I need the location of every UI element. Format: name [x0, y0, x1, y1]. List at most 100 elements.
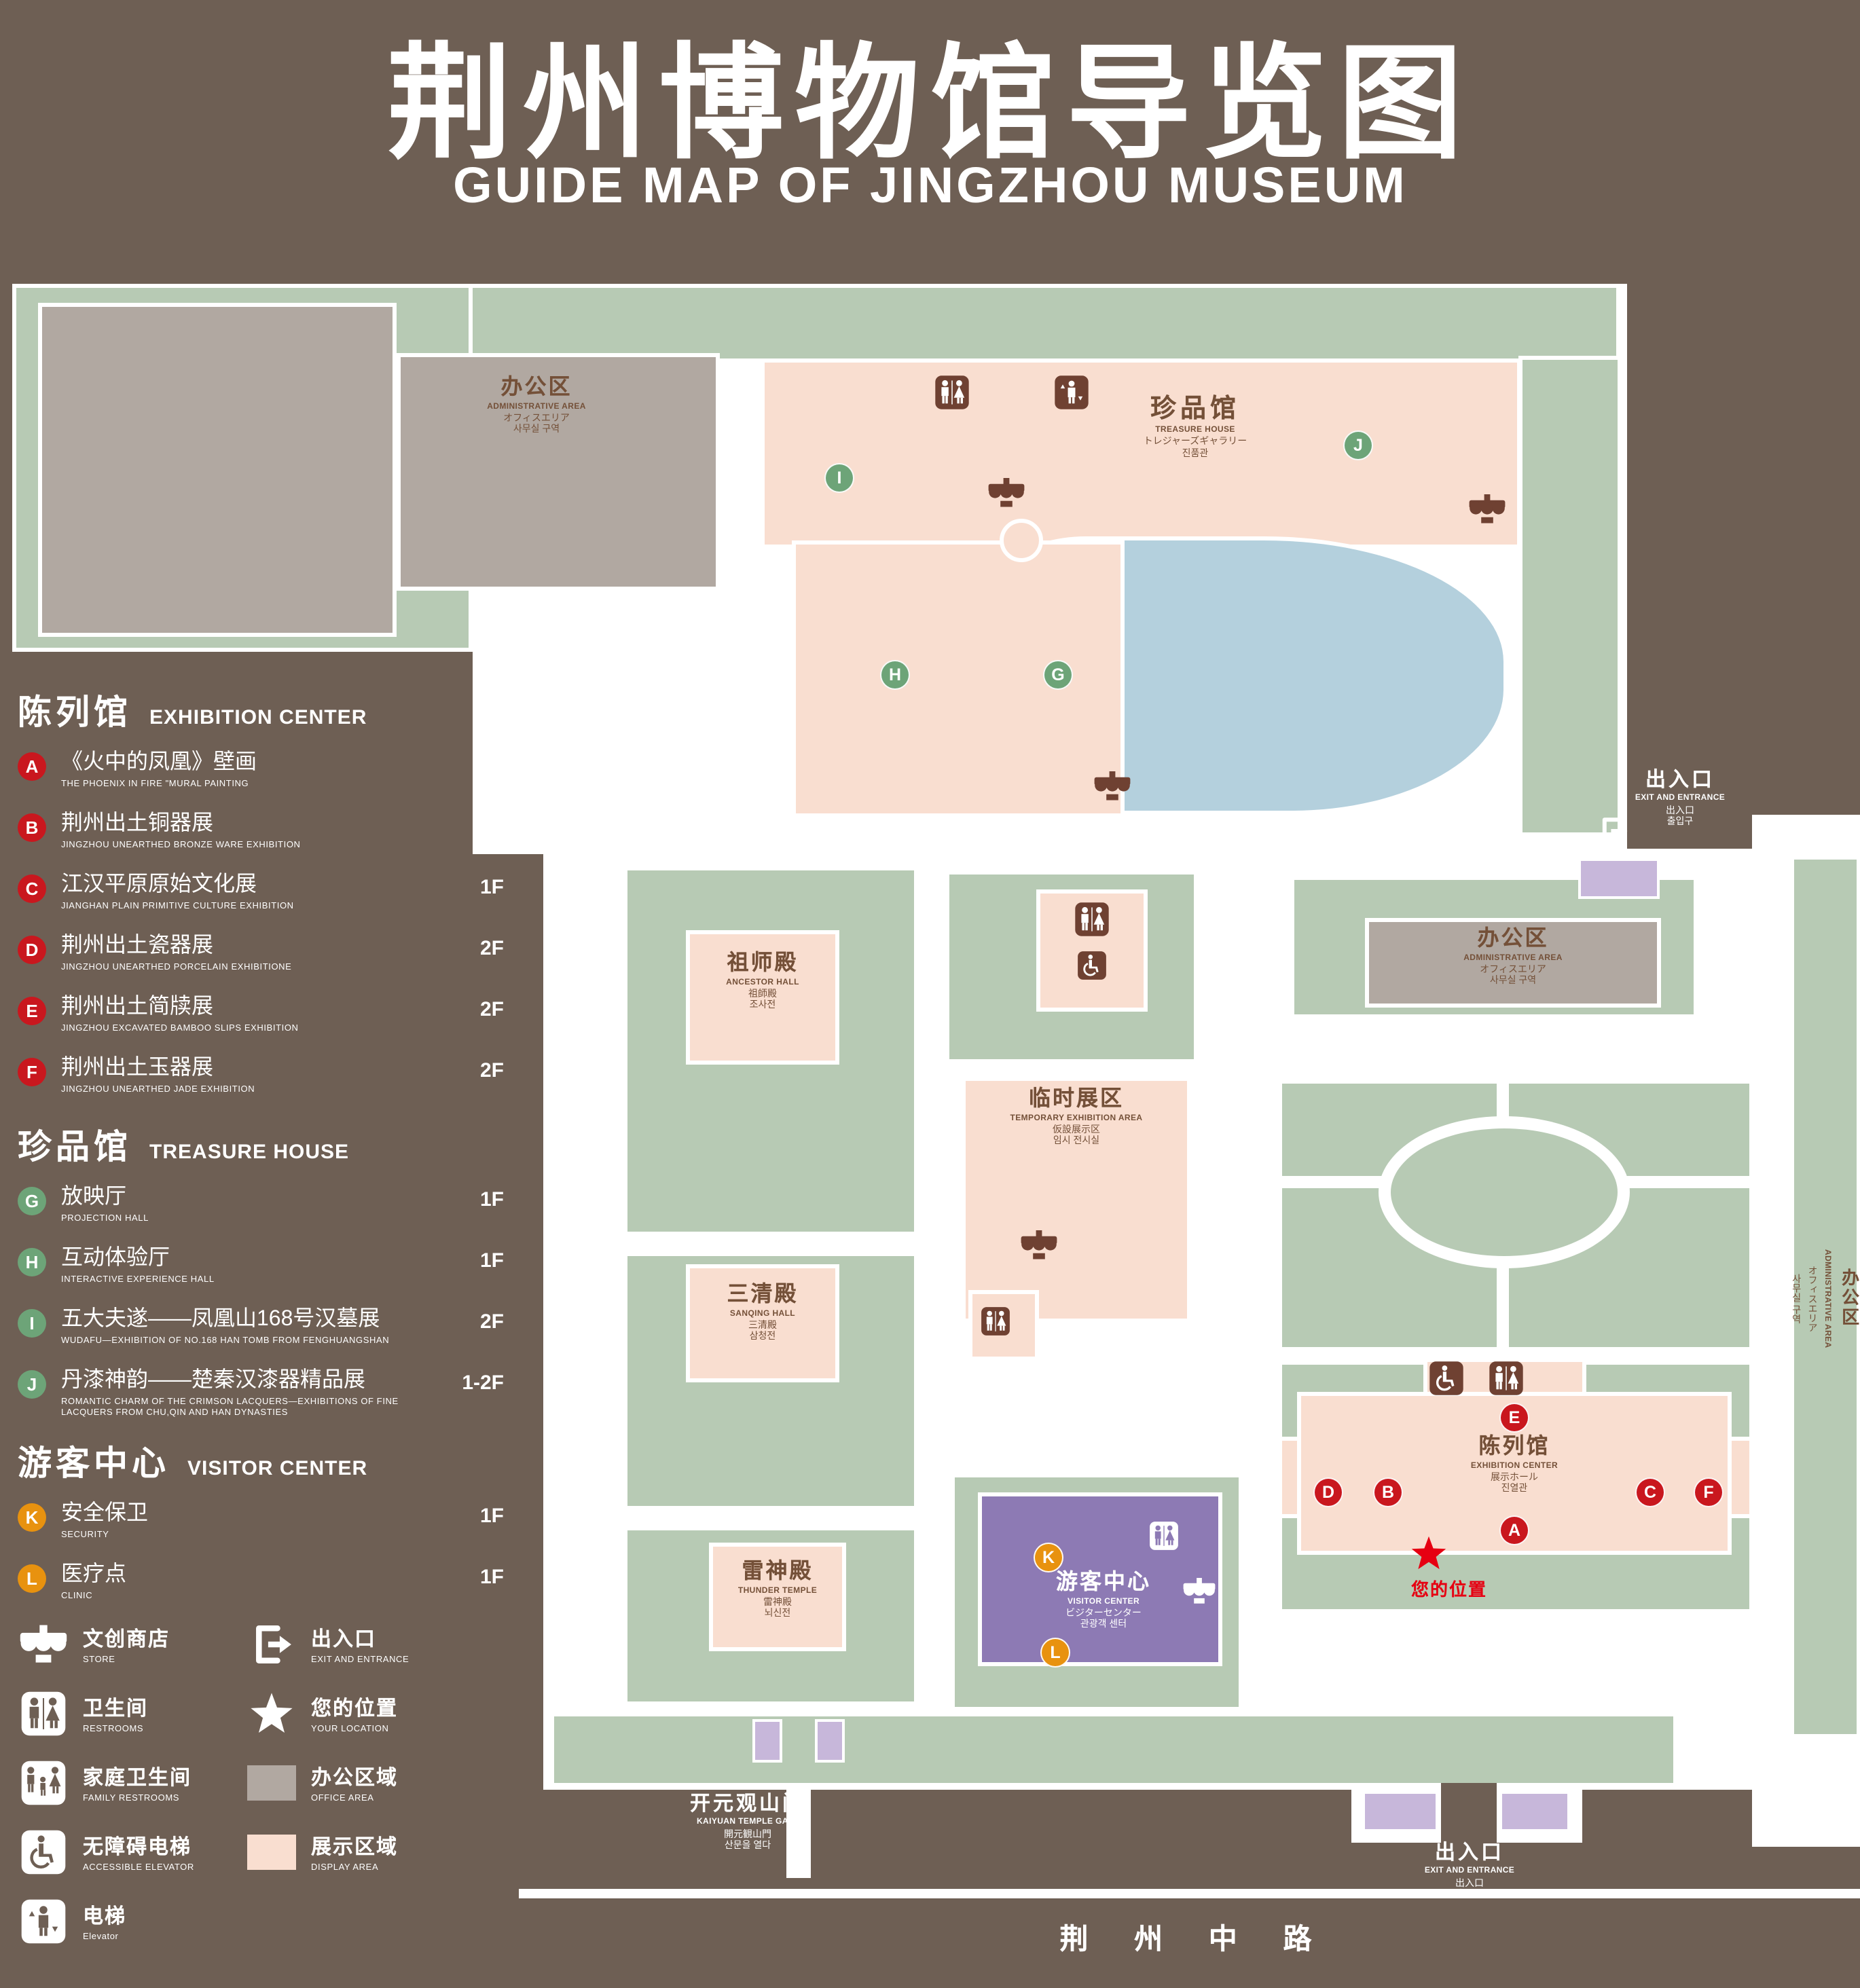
visitor-center-label: 游客中心 VISITOR CENTER ビジターセンター 관광객 센터 [1055, 1571, 1151, 1630]
item-name-zh: 医疗点 [61, 1562, 127, 1586]
item-letter-badge: L [18, 1564, 46, 1593]
park-path-east [1624, 1176, 1753, 1188]
admin-right-label-wrap: 办公区 ADMINISTRATIVE AREA オフィスエリア 사무실 구역 [1790, 864, 1860, 1733]
landscape-admin-right-strip [1790, 855, 1860, 1738]
admin-top-building-east [397, 353, 720, 591]
legend-symbol-zh: 文创商店 [83, 1628, 170, 1651]
legend-symbol-zh: 您的位置 [311, 1697, 399, 1720]
legend-symbol-en: ACCESSIBLE ELEVATOR [83, 1863, 194, 1873]
page-subtitle: GUIDE MAP OF JINGZHOU MUSEUM [453, 158, 1408, 213]
thunder-temple-building [709, 1543, 846, 1651]
item-name-zh: 放映厅 [61, 1185, 127, 1209]
legend-symbol-zh: 卫生间 [83, 1697, 149, 1720]
legend-symbol: 出入口 EXIT AND ENTRANCE [246, 1621, 523, 1668]
family-restroom-icon [18, 1760, 69, 1806]
legend-symbols: 文创商店 STORE 出入口 EXIT AND ENTRANCE 卫生间 RESTROOM… [18, 1621, 523, 1945]
item-name-en: JINGZHOU UNEARTHED PORCELAIN EXHIBITIONE [61, 962, 292, 972]
admin-top-label-zh: 办公区 [500, 376, 572, 399]
admin-mid-building [1365, 918, 1661, 1008]
legend-section-title-zh: 游客中心 [18, 1444, 170, 1483]
admin-right-label: 办公区 ADMINISTRATIVE AREA オフィスエリア 사무실 구역 [1791, 1249, 1860, 1348]
treasure-house-building-south [792, 540, 1125, 817]
item-name-en: WUDAFU—EXHIBITION OF NO.168 HAN TOMB FRO… [61, 1336, 390, 1346]
store-icon [1182, 1578, 1217, 1604]
item-name-zh: 荆州出土玉器展 [61, 1056, 214, 1080]
legend-symbol: 卫生间 RESTROOMS [18, 1691, 235, 1737]
legend-symbol: 文创商店 STORE [18, 1621, 235, 1668]
legend-symbol-en: EXIT AND ENTRANCE [311, 1655, 409, 1665]
item-letter-badge: B [18, 813, 46, 842]
item-letter-badge: J [18, 1370, 46, 1399]
legend-symbol-zh: 展示区域 [311, 1836, 399, 1859]
item-floor: 1F [479, 815, 504, 838]
landscape-treasure-east [1518, 356, 1622, 836]
item-floor: 1F [479, 1188, 504, 1211]
legend-symbol-en: RESTROOMS [83, 1725, 144, 1734]
legend-symbol-text: 卫生间 RESTROOMS [83, 1693, 148, 1734]
gate-pillar-west [752, 1719, 782, 1763]
legend-symbol-text: 出入口 EXIT AND ENTRANCE [311, 1624, 409, 1665]
location-star-icon [246, 1691, 297, 1737]
park-path-west [1278, 1176, 1387, 1188]
legend-section-title-en: EXHIBITION CENTER [149, 706, 367, 729]
map-marker-B: B [1373, 1477, 1403, 1507]
item-name-en: INTERACTIVE EXPERIENCE HALL [61, 1274, 215, 1285]
item-name-zh: 安全保卫 [61, 1501, 149, 1525]
map-marker-F: F [1694, 1477, 1724, 1507]
item-floor: 2F [479, 937, 504, 960]
restroom-icon [934, 375, 970, 410]
legend-symbol-en: STORE [83, 1655, 115, 1665]
map-marker-E: E [1499, 1403, 1529, 1433]
landscape-south-strip [550, 1712, 1677, 1787]
legend-symbol-zh: 电梯 [83, 1905, 127, 1928]
restroom-icon [1149, 1521, 1179, 1551]
item-name-zh: 互动体验厅 [61, 1247, 170, 1270]
admin-mid-label: 办公区 ADMINISTRATIVE AREA オフィスエリア 사무실 구역 [1463, 927, 1563, 987]
elevator-icon [18, 1898, 69, 1945]
office-area-swatch [246, 1760, 297, 1806]
legend-symbol-en: FAMILY RESTROOMS [83, 1794, 180, 1803]
accessible-elevator-icon [18, 1829, 69, 1875]
item-name-zh: 丹漆神韵——楚秦汉漆器精品展 [61, 1369, 366, 1392]
road-curb [519, 1889, 1860, 1898]
park-path-south [1497, 1260, 1509, 1355]
item-name-en: JINGZHOU UNEARTHED JADE EXHIBITION [61, 1084, 255, 1094]
gate-label: 开元观山门 KAIYUAN TEMPLE GATE 開元観山門 산문을 열다 [689, 1792, 805, 1852]
ancestor-hall-building [686, 930, 839, 1065]
store-icon [1467, 494, 1508, 524]
restroom-icon [1074, 902, 1110, 937]
item-letter-badge: K [18, 1503, 46, 1532]
admin-top-building-west [38, 303, 397, 637]
legend-symbol-zh: 出入口 [311, 1628, 377, 1651]
item-floor: 1F [479, 876, 504, 899]
legend-symbol: 办公区域 OFFICE AREA [246, 1760, 523, 1806]
exit-bottom-building-west [1362, 1791, 1438, 1832]
restroom-icon [1489, 1361, 1524, 1396]
legend-symbol-text: 办公区域 OFFICE AREA [311, 1763, 398, 1803]
item-floor: 1F [479, 1504, 504, 1528]
legend-symbol-en: OFFICE AREA [311, 1794, 374, 1803]
legend-symbol-zh: 办公区域 [311, 1767, 399, 1790]
item-names: 荆州出土玉器展 JINGZHOU UNEARTHED JADE EXHIBITIO… [61, 1056, 417, 1097]
legend-symbol-en: Elevator [83, 1932, 119, 1942]
item-name-en: PROJECTION HALL [61, 1213, 149, 1223]
treasure-house-building-north [761, 358, 1521, 549]
item-floor: 2F [479, 998, 504, 1021]
gate-pillar-east [815, 1719, 845, 1763]
item-name-en: ROMANTIC CHARM OF THE CRIMSON LACQUERS—E… [61, 1397, 399, 1418]
your-location-star-icon [1410, 1534, 1448, 1572]
